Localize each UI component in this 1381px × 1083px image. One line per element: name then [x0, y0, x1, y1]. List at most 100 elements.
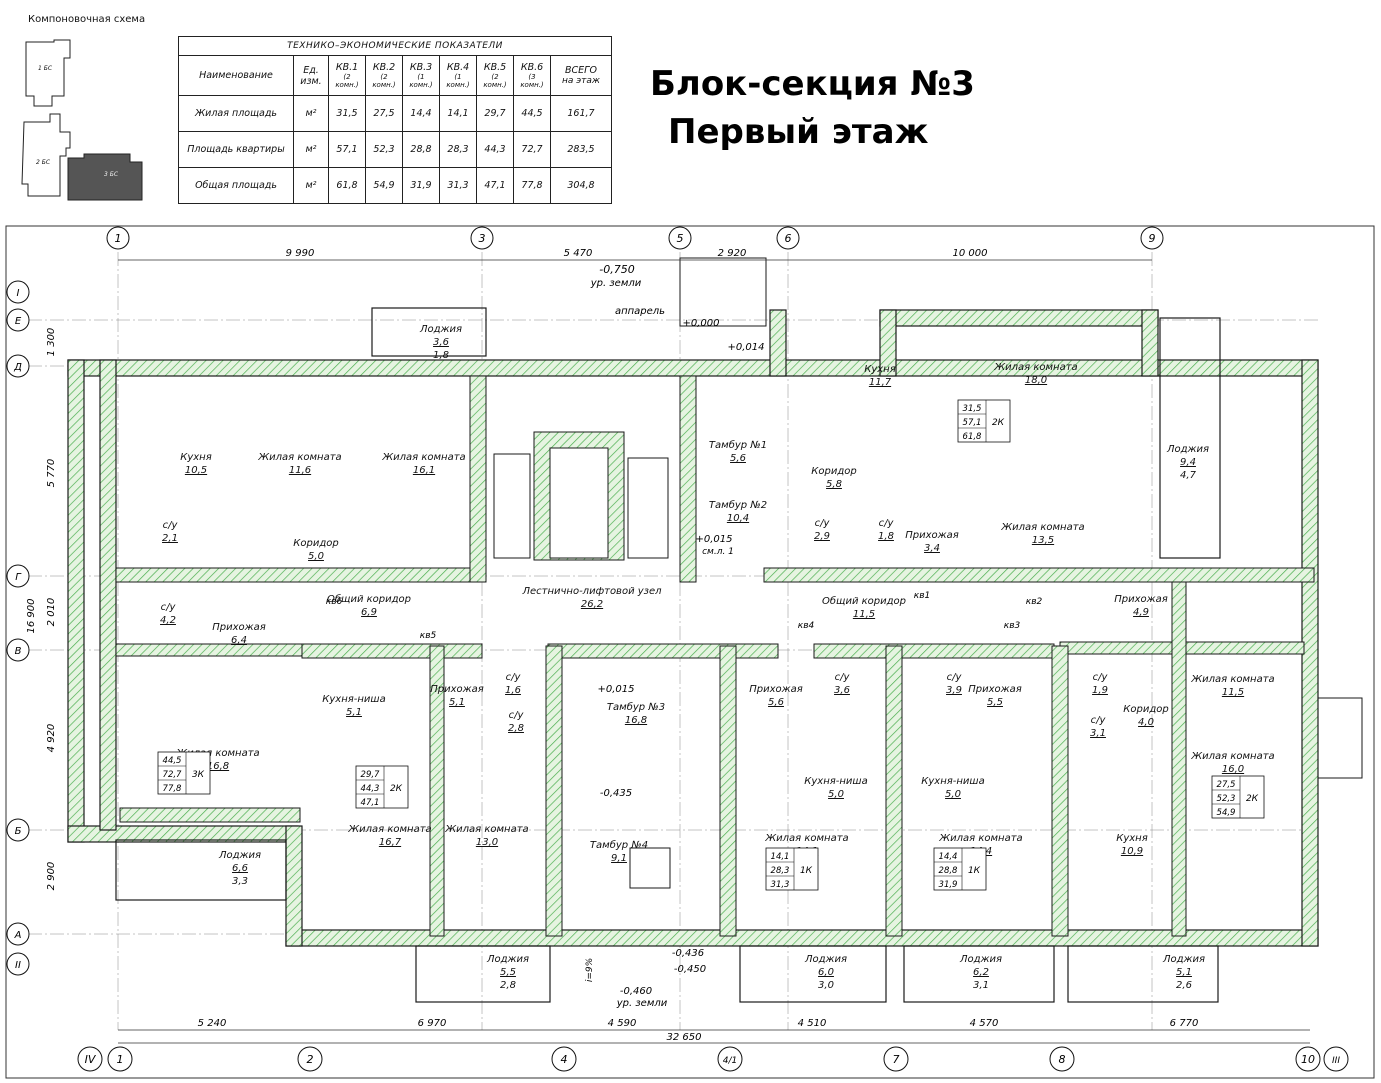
apartment-mark-box: [1211, 775, 1265, 819]
block-1-label: 1 БС: [38, 65, 53, 72]
level-mark: +0,014: [727, 342, 764, 353]
room-name: Общий коридор: [822, 595, 906, 607]
tep-cell: 304,8: [550, 167, 612, 204]
room-name: Коридор: [1123, 704, 1168, 715]
tep-cell: Жилая площадь: [178, 95, 294, 132]
room-name: Прихожая: [212, 622, 266, 633]
axis-label: 5: [677, 232, 684, 245]
axis-label: 6: [785, 232, 792, 245]
apartment-mark: 14,428,831,91К: [933, 847, 987, 891]
room-area: 5,1: [346, 707, 362, 718]
room-area-secondary: 1,8: [433, 350, 449, 361]
room-name: Лоджия: [804, 954, 847, 965]
entrance-stair-bottom: [629, 847, 671, 889]
room-name: Жилая комната: [347, 824, 431, 835]
room-area: 16,1: [413, 465, 435, 476]
room-area: 11,7: [869, 377, 892, 388]
room-area: 5,1: [1176, 967, 1192, 978]
room-name: Жилая комната: [175, 748, 259, 759]
room-name: Прихожая: [1114, 594, 1168, 605]
tep-cell: 28,3: [439, 131, 477, 168]
axis-label: 3: [479, 232, 486, 245]
room-area: 5,5: [500, 967, 516, 978]
level-mark: -0,435: [600, 788, 632, 799]
room-area: 5,8: [826, 479, 842, 490]
axis-label: 1: [117, 1053, 124, 1066]
wall: [547, 643, 779, 659]
apartment-total-area: 54,9: [1217, 808, 1236, 818]
apartment-living-area: 27,5: [1217, 780, 1236, 790]
axis-bubble: [1049, 1046, 1075, 1072]
room-area: 6,0: [818, 967, 834, 978]
tep-cell: 31,3: [439, 167, 477, 204]
wall: [545, 645, 563, 937]
room-area-secondary: 2,6: [1176, 980, 1192, 991]
axis-label: 9: [1149, 232, 1156, 245]
apartment-tag: кв5: [420, 631, 437, 641]
tep-cell: 14,1: [439, 95, 477, 132]
wall: [115, 643, 317, 657]
wall: [469, 375, 487, 583]
axis-bubble: [1323, 1046, 1349, 1072]
axis-label: Д: [13, 362, 22, 373]
tep-header-apt3: КВ.3(1 комн.): [402, 55, 440, 96]
room-name: Коридор: [811, 466, 856, 477]
room-area: 6,4: [231, 635, 247, 646]
room-area-secondary: 2,8: [500, 980, 516, 991]
room-name: Общий коридор: [327, 593, 411, 605]
room-area: 6,6: [232, 863, 248, 874]
tep-cell: 14,4: [402, 95, 440, 132]
apartment-living-area: 14,4: [939, 852, 958, 862]
room-area: 3,6: [433, 337, 449, 348]
room-name: Жилая комната: [381, 452, 465, 463]
room-name: Жилая комната: [993, 362, 1077, 373]
apartment-area: 28,3: [771, 866, 790, 876]
room-name: Тамбур №3: [607, 701, 665, 713]
room-name: Прихожая: [749, 684, 803, 695]
dimension-top: 5 470: [564, 248, 593, 259]
room-name: Тамбур №4: [590, 839, 648, 851]
tep-cell: 44,3: [476, 131, 514, 168]
composition-scheme-label: Компоновочная схема: [28, 14, 146, 25]
axis-label: I: [17, 288, 20, 299]
axis-label: 8: [1059, 1053, 1066, 1066]
room-name: Лоджия: [486, 954, 529, 965]
axis-bubble: [107, 1046, 133, 1072]
tep-header-apt1: КВ.1(2 комн.): [328, 55, 366, 96]
wall: [99, 359, 117, 831]
room-area: 4,0: [1138, 717, 1154, 728]
tep-title: ТЕХНИКО–ЭКОНОМИЧЕСКИЕ ПОКАЗАТЕЛИ: [178, 36, 612, 56]
apartment-mark: 27,552,354,92К: [1211, 775, 1265, 819]
tep-cell: 27,5: [365, 95, 403, 132]
dimension-left: 1 300: [46, 328, 57, 357]
dimension-bottom: 4 590: [608, 1018, 637, 1029]
level-mark: ур. земли: [616, 998, 668, 1009]
room-name: с/у: [1091, 715, 1107, 726]
axis-label: 10: [1301, 1053, 1315, 1066]
room-area: 1,6: [505, 685, 521, 696]
axis-label: IV: [85, 1053, 97, 1066]
tep-cell: 72,7: [513, 131, 551, 168]
apartment-tag: кв1: [914, 591, 930, 601]
tep-row-living: Жилая площадь м² 31,5 27,5 14,4 14,1 29,…: [178, 95, 612, 132]
dimension-left-total: 16 900: [26, 599, 37, 634]
apartment-living-area: 29,7: [361, 770, 381, 780]
apartment-total-area: 61,8: [963, 432, 983, 442]
apartment-type: 1К: [968, 866, 981, 876]
level-mark: -0,460: [620, 986, 652, 997]
axis-label: Г: [15, 572, 22, 583]
level-mark: аппарель: [615, 306, 665, 317]
axis-bubble: [6, 922, 30, 946]
apartment-type: 1К: [800, 866, 813, 876]
axis-bubble: [297, 1046, 323, 1072]
apartment-mark: 29,744,347,12К: [355, 765, 409, 809]
tep-header-apt5: КВ.5(2 комн.): [476, 55, 514, 96]
apartment-tag: кв2: [1026, 597, 1043, 607]
tep-header-apt4: КВ.4(1 комн.): [439, 55, 477, 96]
dimension-left: 5 770: [46, 459, 57, 488]
axis-label: 1: [115, 232, 122, 245]
room-name: Жилая комната: [257, 452, 341, 463]
